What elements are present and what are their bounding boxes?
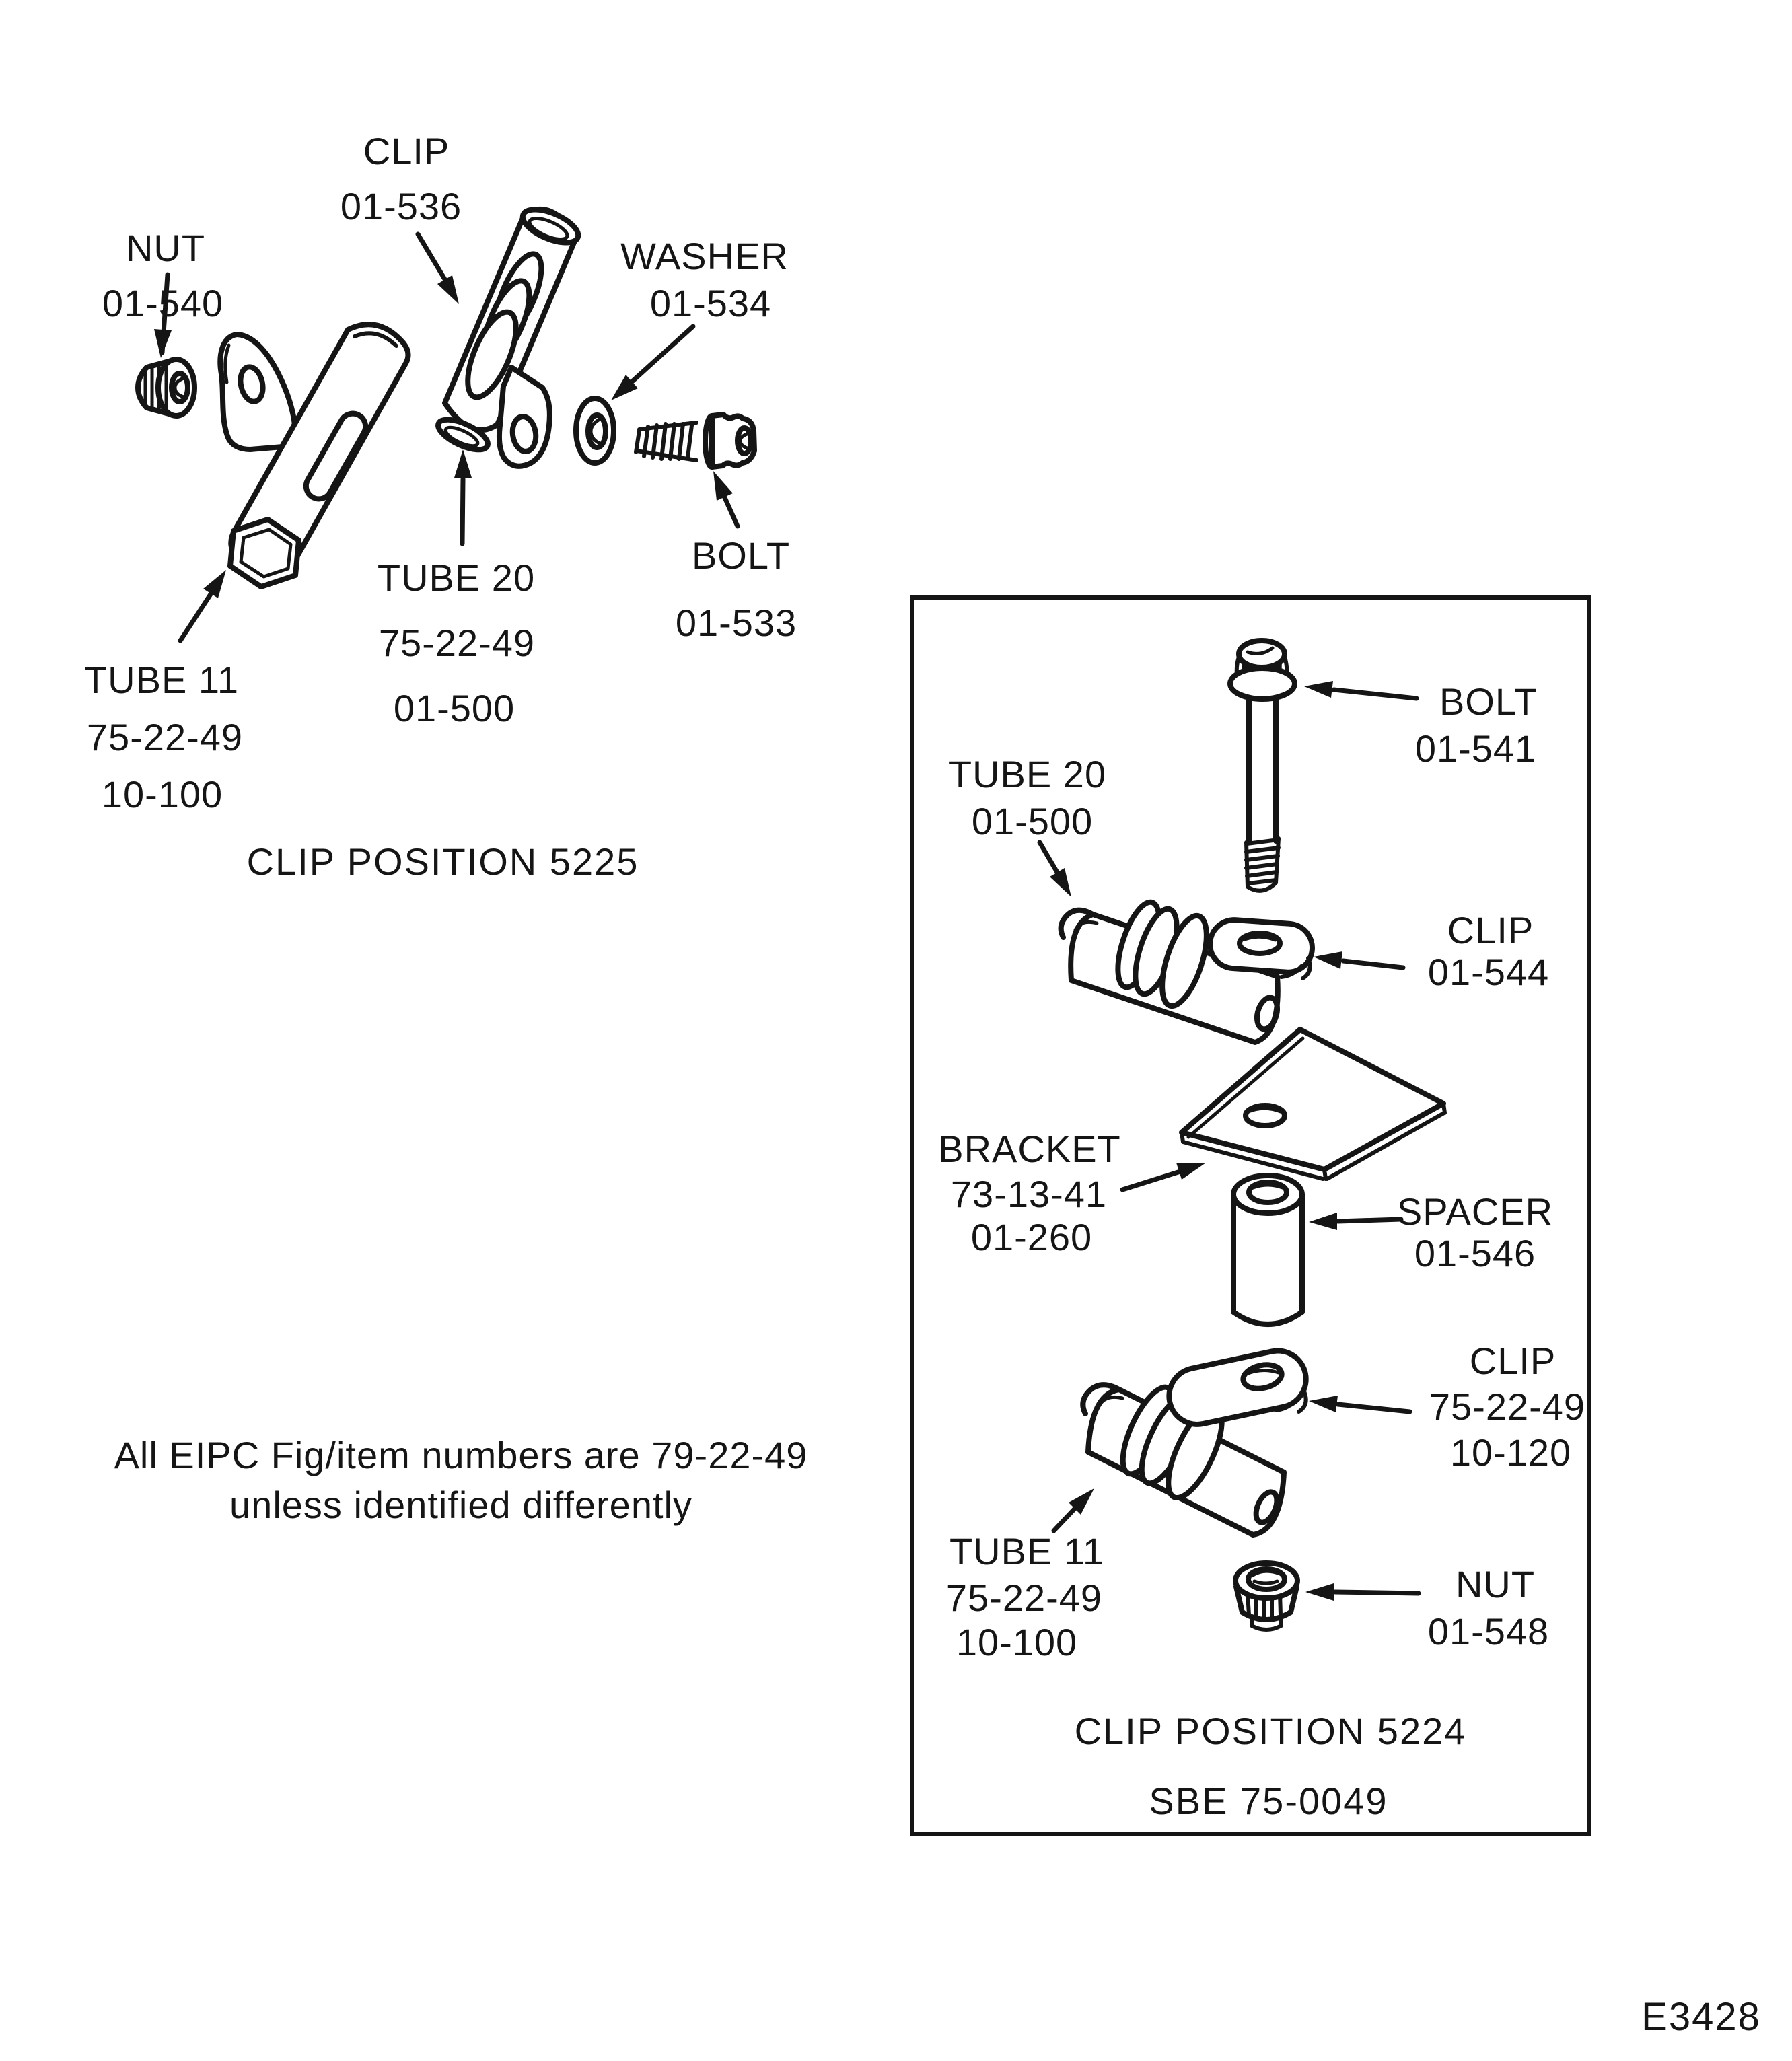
- label-bolt-5225: BOLT: [692, 534, 790, 577]
- leader-arrow-washer-5225: [611, 324, 696, 400]
- diagram-clip-position-5224: BOLT 01-541 TUBE 20 01-500 CLIP 01-544 B…: [910, 595, 1591, 1836]
- label-washer-5225: WASHER: [620, 235, 789, 277]
- bolt-drawing-5224: [1227, 638, 1297, 893]
- label-bolt-ref-5224: 01-541: [1415, 727, 1536, 770]
- label-spacer-ref-5224: 01-546: [1414, 1232, 1536, 1274]
- label-washer-ref-5225: 01-534: [650, 282, 771, 324]
- tube20-drawing-5225: [435, 207, 581, 469]
- diagram-clip-position-5225: CLIP 01-536 NUT 01-540 WASHER 01-534 BOL…: [84, 130, 797, 883]
- leader-arrow-tube20-5225: [454, 449, 472, 546]
- label-tube20-5225: TUBE 20: [378, 556, 535, 599]
- caption-sbe-5224: SBE 75-0049: [1149, 1780, 1388, 1822]
- label-tube11-5224: TUBE 11: [949, 1530, 1104, 1572]
- leader-arrow-tube11-5225: [178, 570, 226, 643]
- label-tube20-5224: TUBE 20: [949, 753, 1106, 795]
- leader-arrow-tube11-5224: [1051, 1488, 1094, 1533]
- tube11-drawing-5224: [1080, 1348, 1309, 1538]
- leader-arrow-clip-upper-5224: [1314, 951, 1406, 970]
- label-bolt-ref-5225: 01-533: [676, 602, 797, 644]
- eipc-note: All EIPC Fig/item numbers are 79-22-49 u…: [114, 1434, 808, 1526]
- label-tube11-ref2-5224: 10-100: [956, 1621, 1077, 1663]
- leader-arrow-spacer-5224: [1309, 1213, 1404, 1230]
- clip-sleeve-5225: [465, 251, 544, 400]
- note-line-1: All EIPC Fig/item numbers are 79-22-49: [114, 1434, 808, 1476]
- label-tube20-ref1-5225: 75-22-49: [379, 622, 535, 664]
- label-clip-ref-5225: 01-536: [341, 185, 462, 227]
- leader-arrow-nut-5225: [154, 272, 172, 358]
- nut-drawing-5224: [1233, 1560, 1300, 1632]
- leader-arrow-bolt-5224: [1304, 681, 1419, 701]
- note-line-2: unless identified differently: [229, 1484, 692, 1526]
- label-clip-upper-ref-5224: 01-544: [1428, 951, 1549, 993]
- label-nut-ref-5224: 01-548: [1428, 1610, 1549, 1653]
- nut-drawing-5225: [135, 357, 197, 419]
- label-tube11-5225: TUBE 11: [84, 659, 239, 701]
- label-nut-ref-5225: 01-540: [102, 282, 223, 324]
- label-tube11-ref2-5225: 10-100: [102, 773, 223, 816]
- leader-arrow-bracket-5224: [1120, 1163, 1206, 1192]
- clip-sleeve-upper-5224: [1115, 899, 1209, 1009]
- bracket-drawing-5225: [217, 332, 297, 452]
- washer-drawing-5225: [573, 396, 616, 466]
- leader-arrow-tube20-5224: [1037, 840, 1071, 897]
- label-clip-upper-5224: CLIP: [1447, 909, 1534, 951]
- tube20-drawing-5224: [1058, 899, 1315, 1045]
- label-clip-lower-ref2-5224: 10-120: [1450, 1431, 1571, 1474]
- label-nut-5224: NUT: [1456, 1563, 1535, 1605]
- leader-arrow-nut-5224: [1305, 1583, 1421, 1601]
- label-tube11-ref1-5225: 75-22-49: [87, 716, 243, 758]
- label-tube11-ref1-5224: 75-22-49: [946, 1577, 1102, 1619]
- caption-clip-position-5225: CLIP POSITION 5225: [247, 840, 639, 883]
- label-bracket-ref1-5224: 73-13-41: [951, 1173, 1107, 1215]
- label-nut-5225: NUT: [126, 227, 205, 269]
- leader-arrow-clip-lower-5224: [1309, 1396, 1412, 1414]
- label-clip-5225: CLIP: [363, 130, 450, 172]
- figure-code: E3428: [1641, 1995, 1761, 2039]
- spacer-drawing-5224: [1231, 1173, 1305, 1327]
- label-clip-lower-ref1-5224: 75-22-49: [1429, 1385, 1585, 1428]
- caption-clip-position-5224: CLIP POSITION 5224: [1075, 1710, 1467, 1752]
- tube11-drawing-5225: [227, 322, 411, 589]
- leader-arrow-bolt-5225: [713, 471, 740, 529]
- label-bracket-ref2-5224: 01-260: [971, 1216, 1092, 1258]
- label-bracket-5224: BRACKET: [938, 1128, 1121, 1170]
- label-clip-lower-5224: CLIP: [1470, 1340, 1556, 1382]
- label-bolt-5224: BOLT: [1439, 680, 1538, 723]
- bolt-drawing-5225: [634, 412, 757, 470]
- bracket-drawing-5224: [1179, 1027, 1447, 1181]
- leader-arrow-clip-5225: [415, 231, 459, 304]
- label-tube20-ref-5224: 01-500: [972, 800, 1093, 842]
- label-spacer-5224: SPACER: [1397, 1190, 1553, 1233]
- label-tube20-ref2-5225: 01-500: [394, 687, 515, 729]
